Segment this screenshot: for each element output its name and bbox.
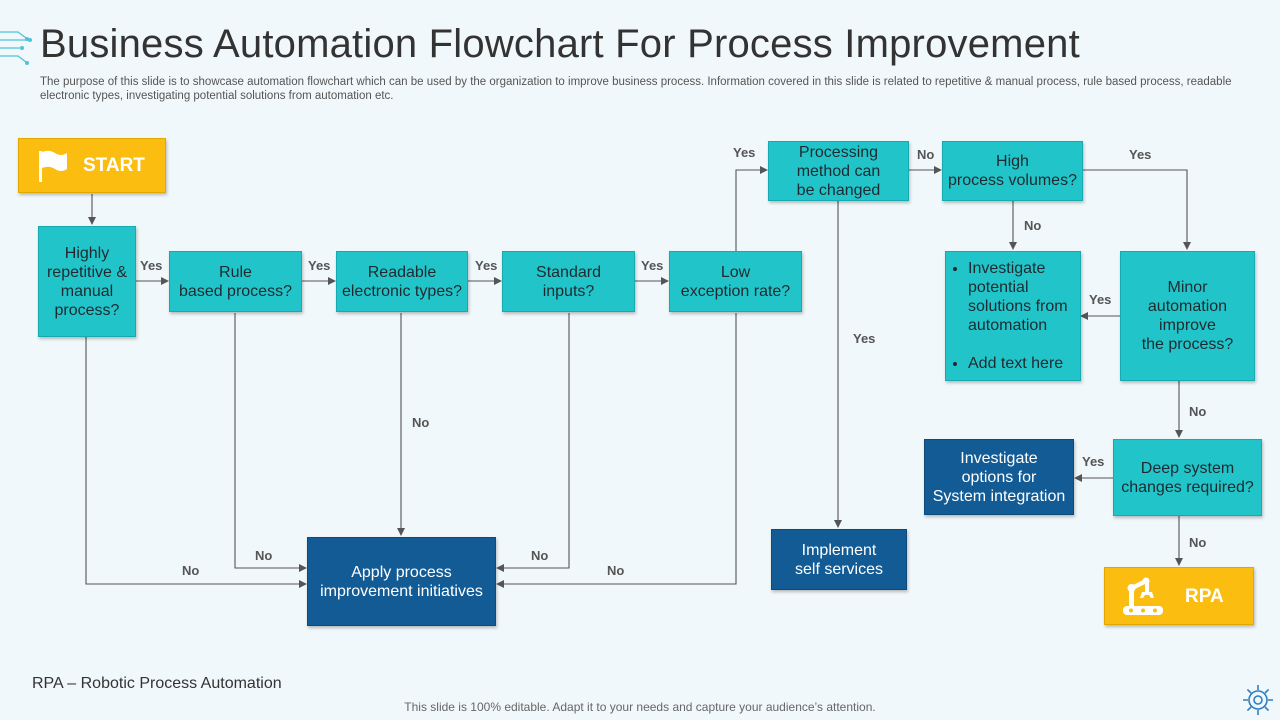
edge-label-no: No [917, 147, 935, 162]
rpa-label: RPA [1185, 585, 1224, 607]
edge-label-no: No [255, 548, 273, 563]
processing-method-node: Processing method can be changed [768, 141, 909, 201]
robot-arm-icon [1123, 577, 1163, 615]
investigate-potential-node: Investigate potential solutions from aut… [945, 251, 1081, 381]
bullet-investigate: Investigate potential solutions from aut… [968, 259, 1072, 335]
edge-label-yes: Yes [308, 258, 331, 273]
standard-inputs-node: Standard inputs? [502, 251, 635, 312]
implement-self-services-node: Implement self services [771, 529, 907, 590]
flag-icon [39, 150, 67, 182]
footer-note: This slide is 100% editable. Adapt it to… [404, 700, 876, 714]
edge-standard-to-apply [496, 313, 570, 572]
rpa-node: RPA [1104, 567, 1254, 625]
edge-label-no: No [182, 563, 200, 578]
page-title: Business Automation Flowchart For Proces… [40, 22, 1080, 66]
bullet-add-text: Add text here [968, 354, 1072, 373]
edge-repetitive-to-apply [85, 337, 307, 588]
footnote: RPA – Robotic Process Automation [32, 675, 282, 692]
rule-based-node: Rule based process? [169, 251, 302, 312]
gear-icon [1243, 685, 1273, 715]
page-subtitle: The purpose of this slide is to showcase… [40, 76, 1232, 102]
start-label: START [83, 155, 145, 176]
edge-label-no: No [412, 415, 430, 430]
edge-label-no: No [607, 563, 625, 578]
edge-label-no: No [1024, 218, 1042, 233]
deep-system-node: Deep system changes required? [1113, 439, 1262, 516]
edge-label-yes: Yes [1129, 147, 1152, 162]
edge-label-yes: Yes [475, 258, 498, 273]
low-exception-node: Low exception rate? [669, 251, 802, 312]
edge-label-no: No [531, 548, 549, 563]
edge-label-no: No [1189, 404, 1207, 419]
edge-label-yes: Yes [853, 331, 876, 346]
start-node: START [18, 138, 166, 193]
edge-low-to-processing [735, 166, 768, 251]
edge-low-to-apply [496, 313, 737, 588]
edge-high-to-minor [1083, 169, 1191, 250]
edge-label-yes: Yes [1082, 454, 1105, 469]
high-volumes-node: High process volumes? [942, 141, 1083, 201]
highly-repetitive-node: Highly repetitive & manual process? [38, 226, 136, 337]
edge-rule-to-apply [234, 313, 307, 572]
readable-electronic-node: Readable electronic types? [336, 251, 468, 312]
edge-label-no: No [1189, 535, 1207, 550]
edge-label-yes: Yes [1089, 292, 1112, 307]
circuit-lines-icon [0, 31, 32, 65]
edge-label-yes: Yes [641, 258, 664, 273]
edge-label-yes: Yes [140, 258, 163, 273]
minor-automation-node: Minor automation improve the process? [1120, 251, 1255, 381]
investigate-options-node: Investigate options for System integrati… [924, 439, 1074, 515]
apply-process-node: Apply process improvement initiatives [307, 537, 496, 626]
edge-label-yes: Yes [733, 145, 756, 160]
